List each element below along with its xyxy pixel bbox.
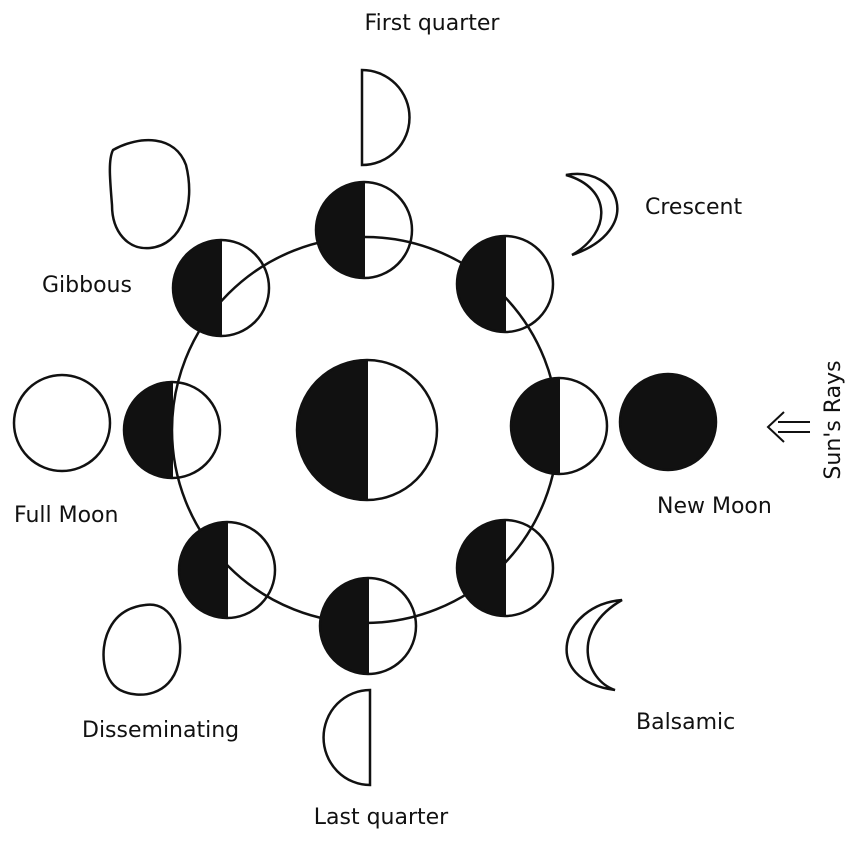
label-last-quarter: Last quarter <box>314 805 449 830</box>
orbit-moon-right <box>509 376 609 476</box>
label-gibbous: Gibbous <box>42 273 132 298</box>
orbit-moon-top-left <box>171 238 271 338</box>
balsamic-shape <box>565 598 623 692</box>
last-quarter-shape <box>322 688 372 787</box>
suns-rays-arrow-icon <box>766 411 810 443</box>
new-moon-shape <box>618 372 718 472</box>
gibbous-shape <box>108 138 191 250</box>
crescent-shape <box>565 172 619 257</box>
disseminating-shape <box>102 603 182 696</box>
label-suns-rays: Sun's Rays <box>821 360 846 479</box>
orbit-moon-bottom-right <box>455 518 555 618</box>
label-crescent: Crescent <box>645 195 742 220</box>
first-quarter-shape <box>360 68 411 167</box>
label-full-moon: Full Moon <box>14 503 118 528</box>
orbit-moon-bottom <box>318 576 418 676</box>
orbit-moon-top-right <box>455 234 555 334</box>
full-moon-shape <box>12 373 112 473</box>
earth <box>295 358 439 502</box>
label-new-moon: New Moon <box>657 494 772 519</box>
label-disseminating: Disseminating <box>82 718 239 743</box>
label-balsamic: Balsamic <box>636 710 735 735</box>
orbit-moon-top <box>314 180 414 280</box>
label-first-quarter: First quarter <box>365 11 501 36</box>
orbit-moon-bottom-left <box>177 520 277 620</box>
orbit-moon-left <box>122 380 222 480</box>
